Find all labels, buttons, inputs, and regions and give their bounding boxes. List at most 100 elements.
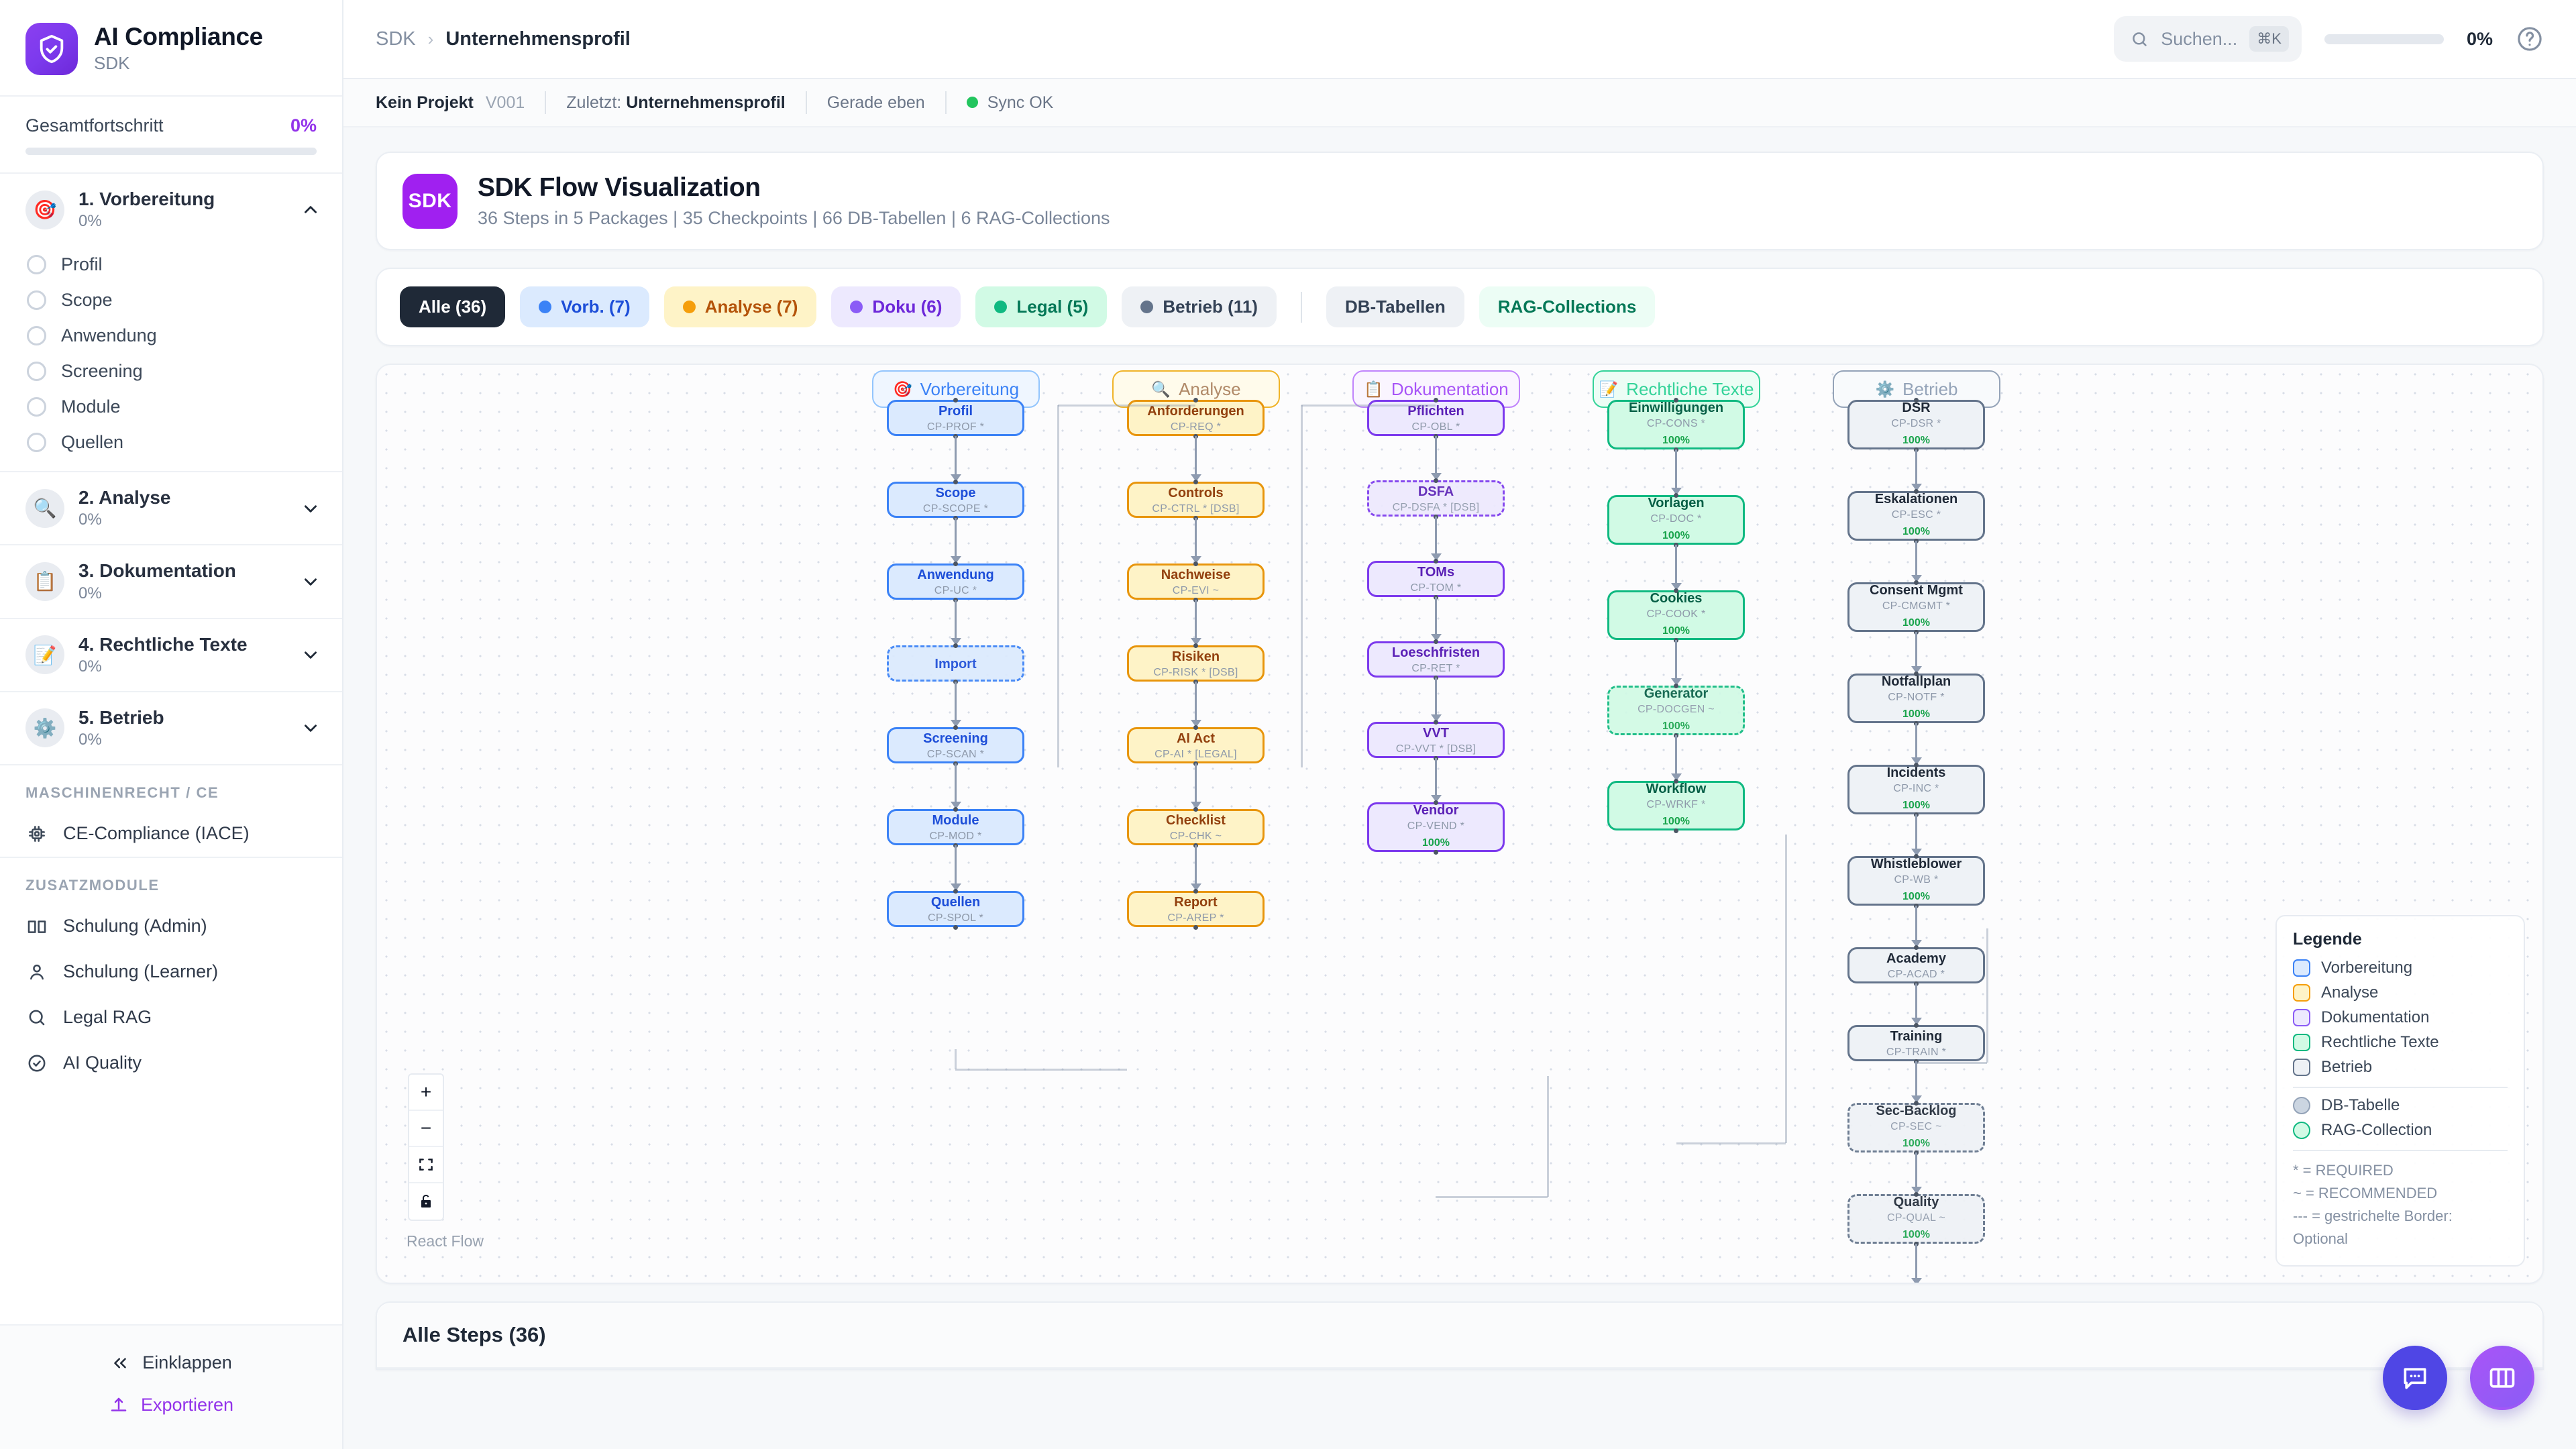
filter-chip-betrieb-11[interactable]: Betrieb (11) xyxy=(1122,286,1277,327)
search-input[interactable]: Suchen... ⌘K xyxy=(2114,16,2302,62)
step-status-radio[interactable] xyxy=(27,290,46,311)
filter-chip-alle-36[interactable]: Alle (36) xyxy=(400,286,506,327)
sidebar-item-legal-rag[interactable]: Legal RAG xyxy=(0,995,342,1040)
help-circle-icon[interactable] xyxy=(2516,25,2544,53)
flow-node-handle xyxy=(1914,853,1919,859)
chevron-down-icon[interactable] xyxy=(302,719,319,737)
filter-chip-vorb-7[interactable]: Vorb. (7) xyxy=(520,286,649,327)
flow-node-handle xyxy=(1674,778,1678,784)
breadcrumb-root[interactable]: SDK xyxy=(376,28,416,50)
flow-edge xyxy=(1915,723,1917,760)
sidebar-item-module[interactable]: Module xyxy=(0,389,342,425)
chevron-up-icon[interactable] xyxy=(302,201,319,219)
sidebar-item-schulung-admin[interactable]: Schulung (Admin) xyxy=(0,904,342,949)
chevron-down-icon[interactable] xyxy=(302,573,319,590)
export-button[interactable]: Exportieren xyxy=(0,1384,342,1426)
filter-chip-doku-6[interactable]: Doku (6) xyxy=(831,286,961,327)
flow-node-import[interactable]: Import xyxy=(887,645,1024,682)
chevron-down-icon[interactable] xyxy=(302,646,319,663)
filter-chip-legal-5[interactable]: Legal (5) xyxy=(975,286,1108,327)
sidebar-item-quellen[interactable]: Quellen xyxy=(0,425,342,460)
unlock-icon[interactable] xyxy=(409,1183,443,1220)
sidebar-item-scope[interactable]: Scope xyxy=(0,282,342,318)
flow-edge-arrow xyxy=(1670,678,1682,686)
filter-chip-rag-collections[interactable]: RAG-Collections xyxy=(1479,286,1656,327)
sidebar-item-ai-quality[interactable]: AI Quality xyxy=(0,1040,342,1086)
sidebar-item-schulung-learner[interactable]: Schulung (Learner) xyxy=(0,949,342,995)
flow-node-handle xyxy=(1434,558,1438,564)
chat-bubble-icon[interactable] xyxy=(2383,1346,2447,1410)
flow-edge-arrow xyxy=(1430,634,1442,641)
flow-canvas[interactable]: 🎯Vorbereitung🔍Analyse📋Dokumentation📝Rech… xyxy=(376,364,2544,1284)
flow-node-handle xyxy=(1914,580,1919,585)
sidebar-item-anwendung[interactable]: Anwendung xyxy=(0,318,342,354)
step-status-radio[interactable] xyxy=(27,255,46,275)
flow-node-title: Report xyxy=(1174,895,1218,910)
flow-group-icon: ⚙️ xyxy=(1875,380,1895,398)
react-flow-attribution[interactable]: React Flow xyxy=(407,1232,484,1250)
step-status-radio[interactable] xyxy=(27,362,46,382)
zoom-in-button[interactable]: + xyxy=(409,1075,443,1111)
sidebar-item-profil[interactable]: Profil xyxy=(0,247,342,282)
phase-percent: 0% xyxy=(78,730,102,749)
fit-view-icon[interactable] xyxy=(409,1147,443,1183)
flow-edge-arrow xyxy=(950,556,961,564)
flow-node-title: Cookies xyxy=(1650,591,1703,606)
chevron-down-icon[interactable] xyxy=(302,500,319,517)
search-shortcut: ⌘K xyxy=(2249,26,2289,52)
collapse-sidebar-button[interactable]: Einklappen xyxy=(0,1342,342,1384)
step-status-radio[interactable] xyxy=(27,397,46,417)
legend-row: Dokumentation xyxy=(2293,1008,2508,1027)
sidebar-item-screening[interactable]: Screening xyxy=(0,354,342,389)
flow-zoom-controls[interactable]: + − xyxy=(408,1073,444,1221)
step-status-radio[interactable] xyxy=(27,326,46,346)
columns-icon[interactable] xyxy=(2470,1346,2534,1410)
filter-chip-db-tabellen[interactable]: DB-Tabellen xyxy=(1326,286,1464,327)
breadcrumb-current: Unternehmensprofil xyxy=(445,28,631,50)
sidebar-item-ce-compliance-iace[interactable]: CE-Compliance (IACE) xyxy=(0,811,342,857)
zoom-out-button[interactable]: − xyxy=(409,1111,443,1147)
flow-node-title: DSFA xyxy=(1417,484,1454,499)
flow-node-code: CP-SCAN * xyxy=(926,749,985,760)
step-status-radio[interactable] xyxy=(27,433,46,453)
filter-chip-analyse-7[interactable]: Analyse (7) xyxy=(663,286,817,327)
